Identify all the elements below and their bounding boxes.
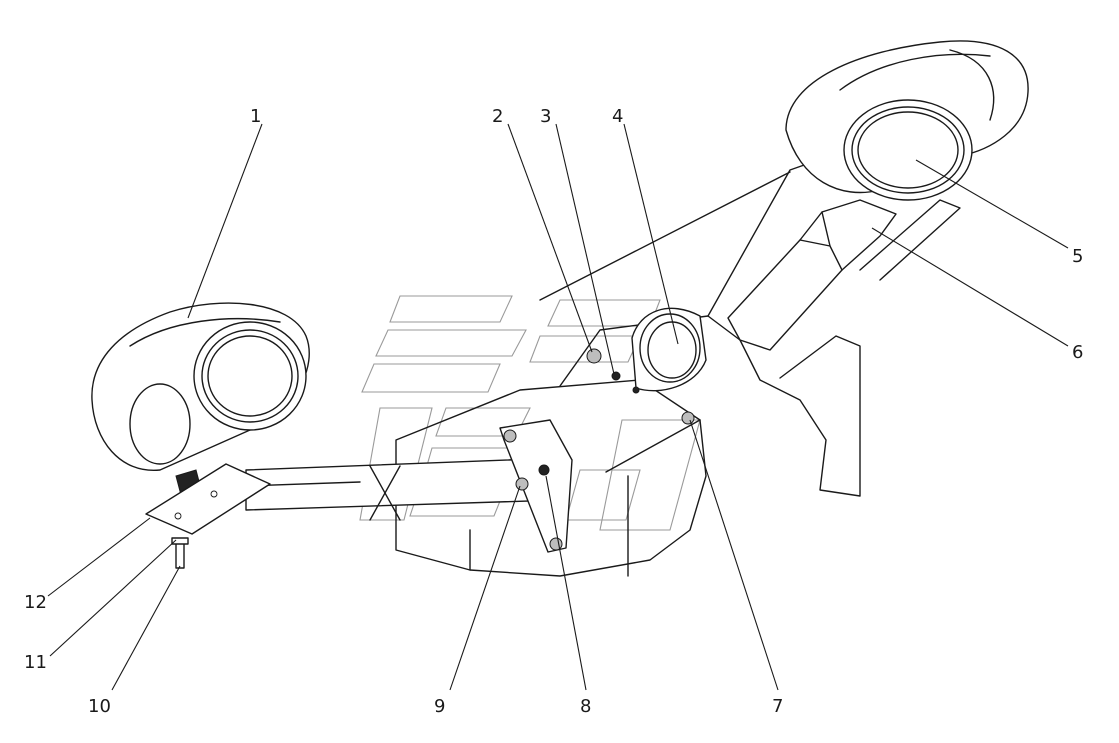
- screw-10: [171, 537, 189, 569]
- washer-3: [611, 371, 621, 381]
- nut-2: [586, 348, 602, 364]
- callout-11: 11: [24, 652, 47, 673]
- callout-12: 12: [24, 592, 47, 613]
- callout-8: 8: [580, 696, 591, 717]
- leader-lines: [47, 123, 1069, 691]
- base-plate-12: [145, 463, 271, 535]
- cab-panel: [395, 95, 1001, 577]
- callout-6: 6: [1072, 342, 1083, 363]
- callout-10: 10: [88, 696, 111, 717]
- left-support-arm: [245, 457, 561, 521]
- callout-9: 9: [434, 696, 445, 717]
- callout-5: 5: [1072, 246, 1083, 267]
- bolt-7: [681, 411, 695, 425]
- callout-4: 4: [612, 106, 623, 127]
- callout-2: 2: [492, 106, 503, 127]
- small-lamp: [631, 307, 707, 394]
- callout-1: 1: [250, 106, 261, 127]
- callout-labels: 1 2 3 4 5 6 7 8 9 10 11 12: [24, 106, 1083, 717]
- right-support-arm: [727, 199, 961, 351]
- callout-7: 7: [772, 696, 783, 717]
- callout-3: 3: [540, 106, 551, 127]
- right-lamp: [785, 40, 1029, 201]
- left-lamp: [91, 302, 310, 471]
